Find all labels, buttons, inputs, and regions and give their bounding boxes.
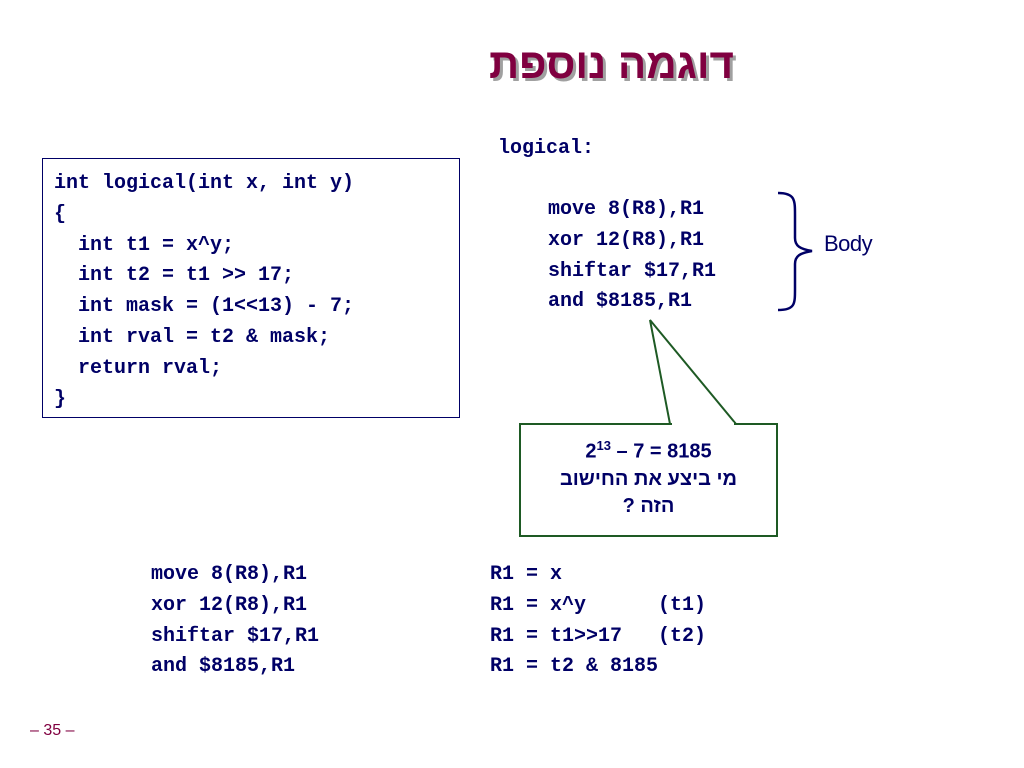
bottom-explanation-line: R1 = x^y (t1) [490,593,707,617]
code-line: int logical(int x, int y) [54,172,355,195]
callout-question-line2: הזה ? [622,494,675,517]
asm-line: shiftar $17,R1 [548,259,717,283]
bottom-explanation-line: R1 = t2 & 8185 [490,655,659,679]
callout-equation: 213 – 7 = 8185 [519,432,778,466]
c-code-box: int logical(int x, int y) { int t1 = x^y… [42,158,460,418]
bottom-explanation-line: R1 = t1>>17 (t2) [490,624,707,648]
body-label: Body [824,231,873,256]
asm-line: xor 12(R8),R1 [548,228,705,252]
asm-body: move 8(R8),R1 xor 12(R8),R1 shiftar $17,… [548,195,716,318]
bottom-asm-list: move 8(R8),R1 xor 12(R8),R1 shiftar $17,… [151,560,319,683]
code-line: return rval; [54,356,223,380]
bottom-asm-line: move 8(R8),R1 [151,563,308,586]
slide-title: דוגמה נוספת [488,40,734,87]
code-line: { [54,202,67,226]
callout-box [519,423,778,537]
code-line: } [54,387,67,411]
bottom-explanation-list: R1 = x R1 = x^y (t1) R1 = t1>>17 (t2) R1… [490,560,706,683]
equation-exponent: 13 [596,438,611,453]
callout-question-line1: מי ביצע את החישוב [559,467,738,490]
bottom-asm-line: xor 12(R8),R1 [151,593,308,617]
asm-function-label: logical: [498,137,595,160]
bottom-explanation-line: R1 = x [490,563,563,586]
curly-brace [777,191,813,312]
bottom-asm-line: and $8185,R1 [151,655,296,679]
page-number: – 35 – [30,722,75,739]
equation-rest: – 7 = 8185 [610,440,712,463]
equation-base: 2 [585,440,597,463]
code-line: int rval = t2 & mask; [54,325,331,349]
callout-text: 213 – 7 = 8185 מי ביצע את החישוב הזה ? [519,432,778,520]
code-line: int mask = (1<<13) - 7; [54,295,355,319]
asm-line: and $8185,R1 [548,290,693,314]
bottom-asm-line: shiftar $17,R1 [151,624,320,648]
code-line: int t2 = t1 >> 17; [54,264,295,288]
code-line: int t1 = x^y; [54,233,235,257]
asm-line: move 8(R8),R1 [548,198,705,221]
